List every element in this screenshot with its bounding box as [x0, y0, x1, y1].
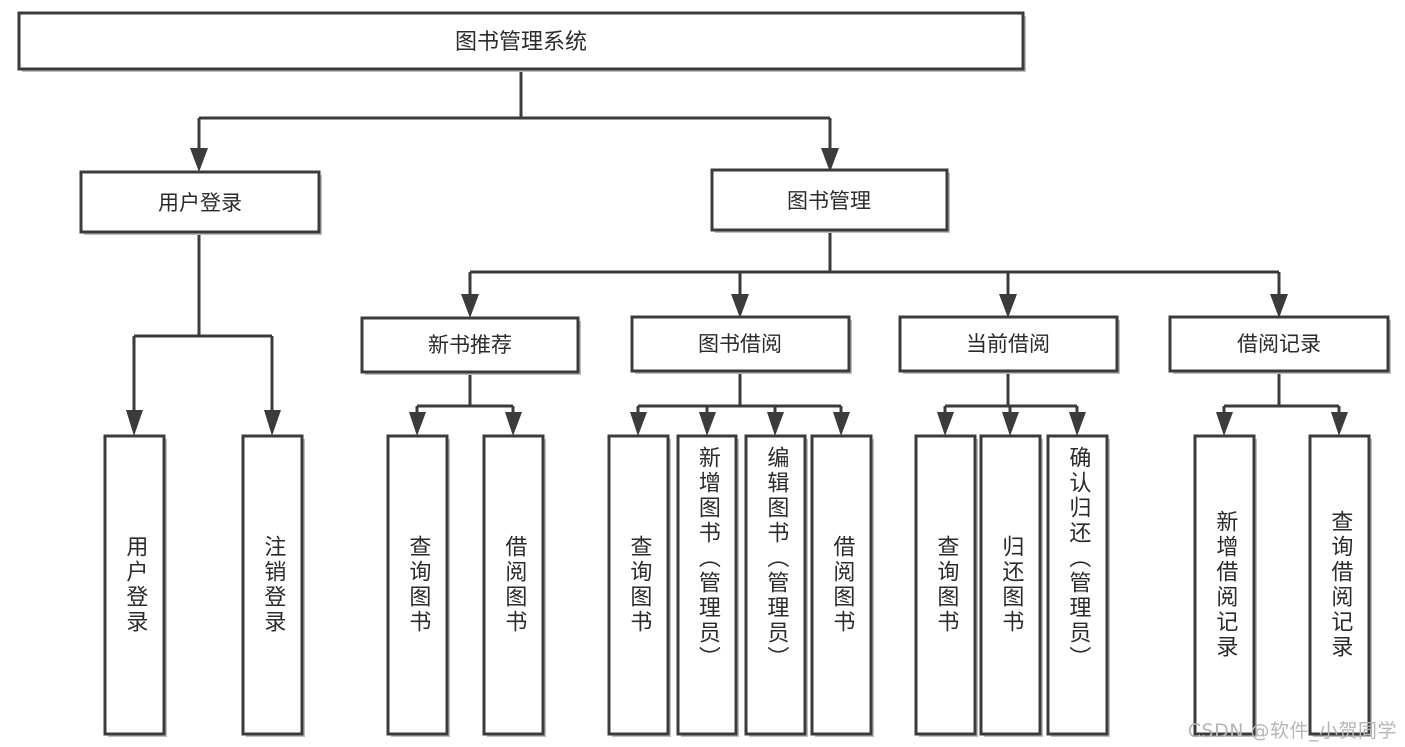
leaf-bb-query-rect[interactable] — [607, 434, 670, 736]
node-book-manage-label: 图书管理 — [787, 189, 871, 213]
node-nbr-rect[interactable] — [360, 316, 580, 374]
node-new-book-recommend[interactable]: 新书推荐 — [360, 316, 581, 375]
arrow-head-borrow-record — [1270, 294, 1288, 318]
node-cb-rect[interactable] — [898, 315, 1119, 373]
connector-group-book-manage — [461, 233, 1288, 318]
node-bb-rect[interactable] — [630, 315, 851, 373]
leaf-group-user-login — [103, 434, 305, 737]
node-book-manage[interactable]: 图书管理 — [710, 168, 950, 233]
leaf-bb-borrow-rect[interactable] — [810, 434, 873, 736]
arrow-head-bb-leaf-1 — [699, 412, 716, 436]
arrow-head-cb-leaf-2 — [1069, 412, 1086, 436]
node-br-label: 借阅记录 — [1237, 332, 1321, 356]
leaf-group-book-borrow — [607, 434, 874, 737]
leaf-group-new-book-recommend — [386, 434, 546, 737]
arrow-head-bb-leaf-0 — [630, 412, 647, 436]
leaf-cb-confirm-rect[interactable] — [1046, 434, 1109, 736]
connector-group-borrow-record — [1216, 371, 1348, 436]
node-cb-label: 当前借阅 — [966, 332, 1050, 356]
leaf-user-login-rect[interactable] — [103, 434, 166, 736]
arrow-head-cb-leaf-1 — [1002, 412, 1019, 436]
arrow-head-leaf-logout — [264, 410, 281, 436]
connector-group-root — [190, 68, 839, 172]
node-current-borrow[interactable]: 当前借阅 — [898, 315, 1120, 374]
leaf-group-borrow-record — [1193, 434, 1372, 737]
node-bb-label: 图书借阅 — [698, 332, 782, 356]
arrow-head-book-manage — [821, 148, 839, 172]
node-user-login-rect[interactable] — [79, 170, 321, 234]
arrow-head-cb-leaf-0 — [937, 412, 954, 436]
leaf-bb-add-rect[interactable] — [676, 434, 738, 736]
node-root-label: 图书管理系统 — [455, 30, 587, 55]
arrow-head-nbr-leaf-1 — [505, 412, 522, 436]
arrow-head-br-leaf-0 — [1216, 412, 1233, 436]
node-br-rect[interactable] — [1168, 315, 1390, 373]
node-book-manage-rect[interactable] — [710, 168, 949, 232]
arrow-head-book-borrow — [731, 294, 749, 318]
node-root[interactable]: 图书管理系统 — [17, 11, 1026, 72]
arrow-head-bb-leaf-3 — [833, 412, 850, 436]
node-root-rect[interactable] — [17, 11, 1025, 71]
leaf-cb-query-rect[interactable] — [914, 434, 977, 736]
arrow-head-bb-leaf-2 — [767, 412, 784, 436]
leaf-logout-rect[interactable] — [241, 434, 304, 736]
node-user-login[interactable]: 用户登录 — [79, 170, 322, 235]
connector-group-user-login — [126, 232, 281, 436]
connector-group-new-book-recommend — [409, 372, 522, 436]
connector-group-current-borrow — [937, 371, 1086, 436]
leaf-br-add-rect[interactable] — [1193, 434, 1256, 736]
leaf-br-query-rect[interactable] — [1308, 434, 1371, 736]
node-nbr-label: 新书推荐 — [428, 333, 512, 357]
leaf-nbr-borrow-rect[interactable] — [482, 434, 545, 736]
leaf-cb-return-rect[interactable] — [979, 434, 1042, 736]
leaf-group-current-borrow — [914, 434, 1110, 737]
arrow-head-br-leaf-1 — [1331, 412, 1348, 436]
watermark-text: CSDN @软件_小贺同学 — [1187, 720, 1397, 742]
connector-group-book-borrow — [630, 371, 850, 436]
arrow-head-leaf-user-login — [126, 410, 143, 436]
arrow-head-nbr-leaf-0 — [409, 412, 426, 436]
arrow-head-user-login — [190, 148, 208, 172]
leaf-bb-edit-rect[interactable] — [744, 434, 807, 736]
node-borrow-record[interactable]: 借阅记录 — [1168, 315, 1391, 374]
arrow-head-new-book-recommend — [461, 294, 479, 318]
node-book-borrow[interactable]: 图书借阅 — [630, 315, 852, 374]
leaf-nbr-query-rect[interactable] — [386, 434, 449, 736]
arrow-head-current-borrow — [999, 294, 1017, 318]
node-user-login-label: 用户登录 — [158, 191, 242, 215]
